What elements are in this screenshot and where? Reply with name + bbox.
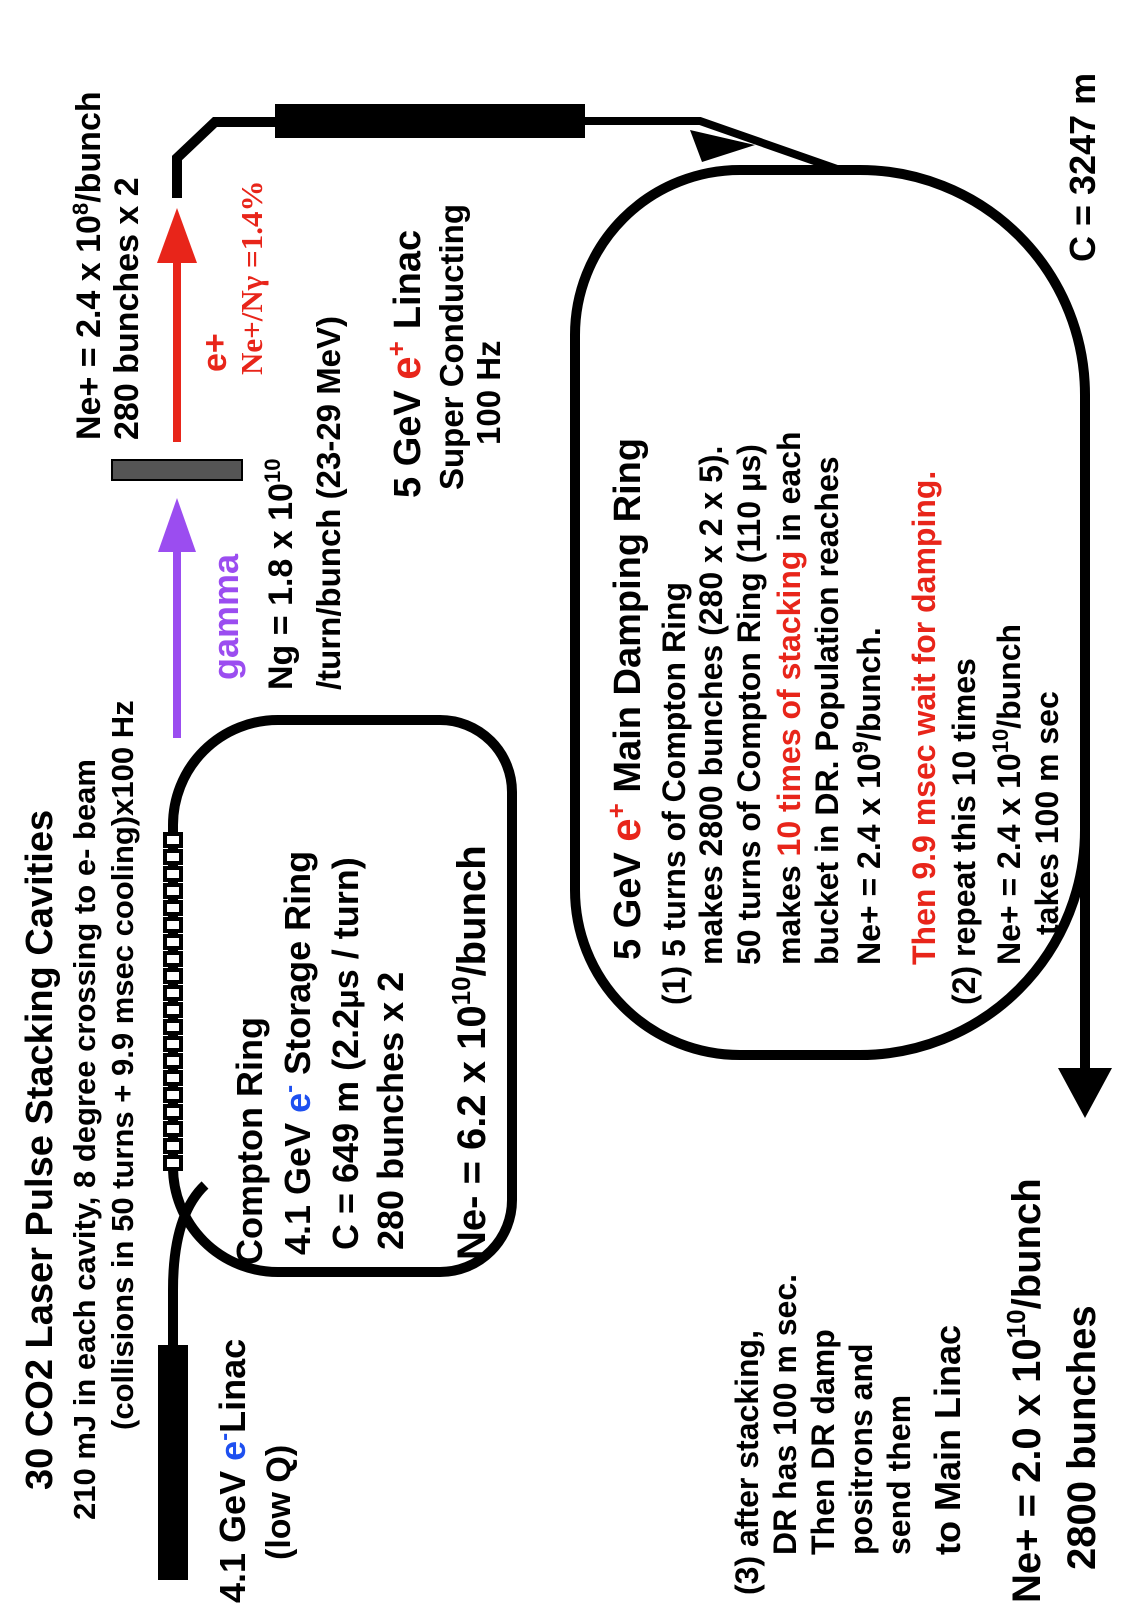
laser-cavity: [163, 1070, 183, 1086]
laser-line2: (collisions in 50 turns + 9.9 msec cooli…: [105, 700, 140, 1430]
dr-step2: (2) repeat this 10 times: [946, 658, 982, 1005]
laser-cavity: [163, 883, 183, 899]
step3-line3: Then DR damp: [805, 1329, 841, 1555]
dr-step1-line5: bucket in DR. Population reaches: [809, 456, 845, 965]
laser-cavity: [163, 1121, 183, 1137]
dr-step1-line3: 50 turns of Compton Ring (110 μs): [731, 444, 767, 965]
laser-cavity: [163, 917, 183, 933]
laser-cavity: [163, 866, 183, 882]
dr-step1-line4: makes 10 times of stacking in each: [771, 431, 807, 965]
laser-cavity: [163, 1155, 183, 1171]
gamma-per-turn: /turn/bunch (23-29 MeV): [310, 316, 347, 690]
sc-linac-rate: 100 Hz: [470, 340, 507, 445]
step3-line1: (3) after stacking,: [729, 1330, 765, 1595]
dr-step2-line2: Ne+ = 2.4 x 1010/bunch: [988, 624, 1028, 965]
laser-cavity: [163, 1087, 183, 1103]
compton-ring-population: Ne- = 6.2 x 1010/bunch: [446, 845, 494, 1260]
laser-cavity: [163, 951, 183, 967]
e-linac-label: 4.1 GeV e-Linac: [211, 1339, 254, 1603]
compton-ring-line1: 4.1 GeV e- Storage Ring: [276, 851, 319, 1255]
laser-line1: 210 mJ in each cavity, 8 degree crossing…: [67, 759, 102, 1520]
e-linac-sign: -: [211, 1433, 238, 1441]
output-population: Ne+ = 2.0 x 1010/bunch: [1001, 1178, 1049, 1603]
positron-transfer-line: [172, 117, 280, 198]
laser-cavity: [163, 1019, 183, 1035]
positron-arrow: [157, 208, 197, 442]
laser-cavity: [163, 985, 183, 1001]
laser-cavity: [163, 934, 183, 950]
e-linac-block: [158, 1345, 188, 1580]
sc-linac-type: Super Conducting: [433, 204, 470, 490]
positron-bunches: 280 bunches x 2: [108, 177, 146, 440]
laser-cavity: [163, 849, 183, 865]
dr-circumference: C = 3247 m: [1062, 73, 1103, 262]
laser-cavity: [163, 1036, 183, 1052]
dr-title: 5 GeV e+ Main Damping Ring: [601, 438, 649, 960]
dr-step1: (1) 5 turns of Compton Ring: [656, 582, 692, 1005]
sc-linac-block: [275, 104, 585, 138]
positron-population: Ne+ = 2.4 x 108/bunch: [68, 91, 109, 440]
step3-line6: to Main Linac: [927, 1325, 968, 1555]
laser-cavity: [163, 1053, 183, 1069]
positron-yield-ratio: Ne+/Nγ =1.4%: [234, 181, 269, 375]
linac-to-dr-line: [585, 117, 842, 174]
e-linac-note: (low Q): [260, 1445, 298, 1560]
sc-linac-label: 5 GeV e+Linac: [381, 230, 429, 498]
dr-step1-line7: Then 9.9 msec wait for damping.: [906, 471, 942, 965]
compton-ring-particle: e: [277, 1093, 318, 1113]
step3-line4: positrons and: [843, 1343, 879, 1555]
output-bunches: 2800 bunches: [1060, 1305, 1104, 1570]
dr-step1-line6: Ne+ = 2.4 x 109/bunch.: [848, 627, 888, 965]
gamma-arrow: [158, 498, 196, 738]
dr-step2-line3: takes 100 m sec: [1029, 691, 1065, 935]
compton-ring-bunches: 280 bunches x 2: [370, 972, 411, 1250]
laser-title: 30 CO2 Laser Pulse Stacking Cavities: [19, 810, 61, 1490]
compton-ring-circumference: C = 649 m (2.2μs / turn): [325, 857, 366, 1250]
linac-to-dr-arrowhead: [690, 130, 755, 162]
laser-cavity: [163, 1138, 183, 1154]
e-linac-beamline: [168, 1181, 209, 1350]
compton-ring-title: Compton Ring: [229, 1017, 270, 1265]
step3-line2: DR has 100 m sec.: [767, 1274, 803, 1555]
laser-cavity: [163, 1104, 183, 1120]
gamma-population: Ng = 1.8 x 1010: [260, 459, 301, 690]
step3-line5: send them: [881, 1395, 917, 1555]
laser-cavity-chain: [163, 832, 183, 1171]
laser-cavity: [163, 1002, 183, 1018]
compton-ring: [168, 715, 517, 1277]
conversion-target: [111, 459, 243, 481]
positron-label: e+: [196, 333, 234, 372]
laser-cavity: [163, 832, 183, 848]
laser-cavity: [163, 900, 183, 916]
gamma-label: gamma: [205, 553, 246, 680]
damping-ring: [570, 165, 1090, 1060]
dr-step1-line2: makes 2800 bunches (280 x 2 x 5).: [693, 446, 729, 965]
dr-extraction-arrowhead: [1058, 1068, 1112, 1118]
laser-cavity: [163, 968, 183, 984]
e-linac-particle: e: [212, 1441, 253, 1461]
